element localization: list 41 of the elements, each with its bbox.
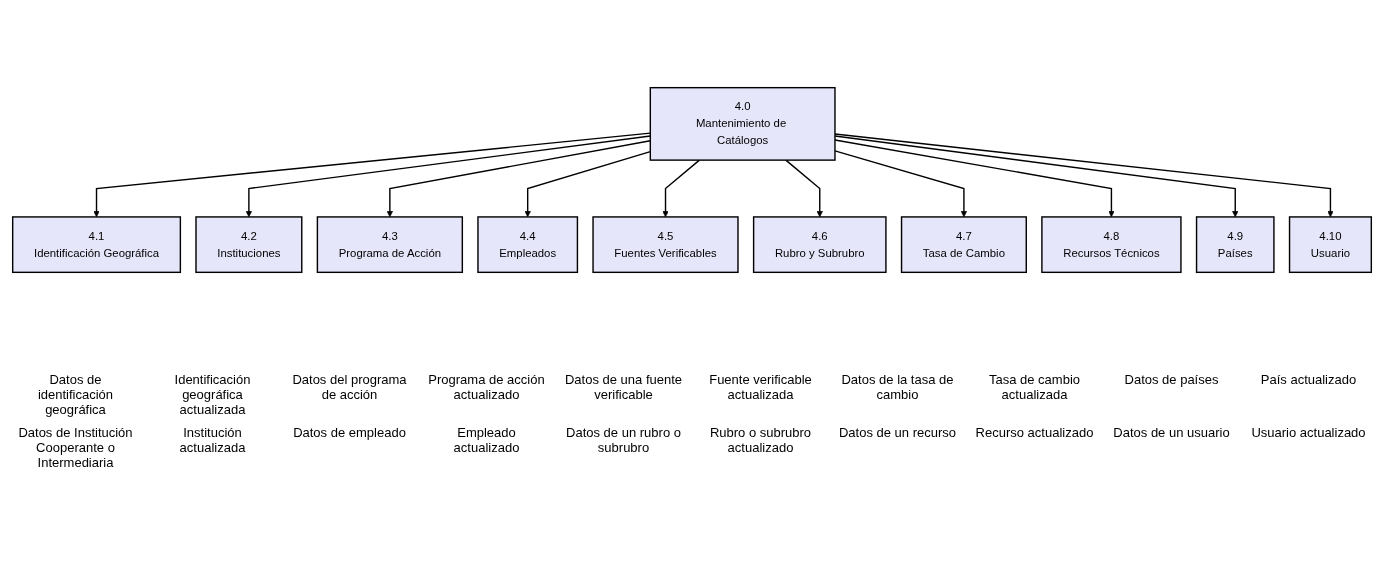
data-couple-label: Tasa de cambio actualizada	[987, 372, 1082, 404]
arrow	[662, 159, 701, 218]
arrow	[834, 139, 1115, 218]
data-couple-label: País actualizado	[1259, 372, 1358, 389]
data-couple-label: Identificación geográfica actualizada	[173, 372, 252, 417]
data-couple-label: Usuario actualizado	[1250, 425, 1367, 442]
node-box: 4.5 Fuentes Verificables	[592, 216, 739, 274]
data-couple-label: Datos de una fuente verificable	[563, 372, 684, 404]
data-couple-label: Recurso actualizado	[974, 425, 1095, 442]
arrow	[834, 135, 1239, 218]
data-couple-label: Rubro o subrubro actualizado	[708, 425, 813, 457]
data-couple-label: Datos de países	[1123, 372, 1220, 389]
node-box: 4.10 Usuario	[1288, 216, 1373, 274]
data-couple-label: Datos de un rubro o subrubro	[565, 425, 682, 457]
node-box: 4.9 Países	[1195, 216, 1275, 274]
data-couple-label: Datos del programa de acción	[291, 372, 408, 404]
data-couple-label: Datos de identificación geográfica	[36, 372, 115, 417]
node-box: 4.8 Recursos Técnicos	[1041, 216, 1182, 274]
arrow	[386, 140, 651, 218]
data-couple-label: Datos de empleado	[292, 425, 407, 442]
data-couple-label: Institución actualizada	[178, 425, 247, 457]
arrow	[785, 159, 823, 218]
node-box: 4.0 Mantenimiento de Catálogos	[649, 86, 836, 161]
node-box: 4.7 Tasa de Cambio	[900, 216, 1027, 274]
data-couple-label: Datos de un usuario	[1112, 425, 1231, 442]
node-box: 4.3 Programa de Acción	[316, 216, 464, 274]
node-box: 4.1 Identificación Geográfica	[11, 216, 182, 274]
arrow	[834, 150, 968, 218]
node-box: 4.6 Rubro y Subrubro	[752, 216, 887, 274]
arrow	[93, 132, 651, 218]
data-couple-label: Fuente verificable actualizada	[708, 372, 813, 404]
data-couple-label: Datos de un recurso	[837, 425, 958, 442]
node-box: 4.4 Empleados	[477, 216, 579, 274]
data-couple-label: Datos de Institución Cooperante o Intermediaria	[17, 425, 134, 470]
data-couple-label: Datos de la tasa de cambio	[840, 372, 955, 404]
arrow	[524, 150, 651, 218]
arrow	[245, 135, 651, 218]
node-box: 4.2 Instituciones	[195, 216, 303, 274]
data-couple-label: Empleado actualizado	[452, 425, 521, 457]
arrow	[834, 133, 1334, 218]
data-couple-label: Programa de acción actualizado	[427, 372, 546, 404]
